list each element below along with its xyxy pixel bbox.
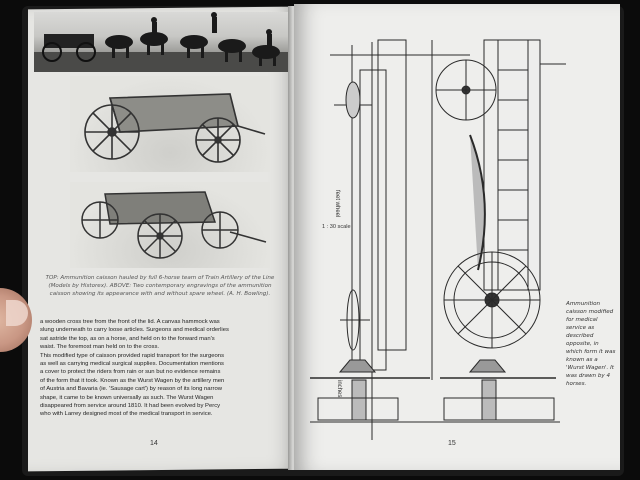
body-line: as well as carrying medical surgical sup… xyxy=(40,361,225,368)
engraving-caisson-1 xyxy=(70,76,270,172)
side-caption: Ammunition caisson modified for medical … xyxy=(566,301,616,387)
book-gutter xyxy=(288,6,298,470)
body-line: a cover to protect the riders from rain … xyxy=(40,369,221,376)
figure-caption: TOP: Ammunition caisson hauled by full 6… xyxy=(45,275,275,297)
body-line: shape, it came to be known universally a… xyxy=(40,394,214,401)
body-line: sat astride the top, as on a horse, and … xyxy=(40,335,215,342)
horse-team-silhouette xyxy=(34,12,290,72)
body-text: a wooden cross tree from the front of th… xyxy=(40,318,280,419)
engraving-caisson-2 xyxy=(70,182,270,268)
body-line: who with Larrey designed most of the med… xyxy=(40,411,213,418)
horse-team-photo xyxy=(34,12,290,72)
body-line: a wooden cross tree from the front of th… xyxy=(40,319,220,325)
body-line: This modified type of caisson provided r… xyxy=(40,352,225,359)
body-line: disappeared from service around 1810. It… xyxy=(40,403,221,410)
dimension-label-inches: inches xyxy=(336,380,342,398)
scale-label: 1 : 30 scale xyxy=(322,224,351,230)
body-line: of Austria and Bavaria (ie. 'Sausage car… xyxy=(40,386,223,393)
thumbnail xyxy=(6,300,28,326)
body-line: slung underneath to carry loose articles… xyxy=(40,327,229,334)
body-line: waist. The foremost man held on to the c… xyxy=(40,344,160,351)
body-line: of the form that it took. Known as the W… xyxy=(40,377,225,384)
dimension-label-feet: feet wheel xyxy=(334,190,340,218)
right-page xyxy=(294,4,620,470)
page-number-right: 15 xyxy=(448,440,456,447)
page-number-left: 14 xyxy=(150,440,158,447)
